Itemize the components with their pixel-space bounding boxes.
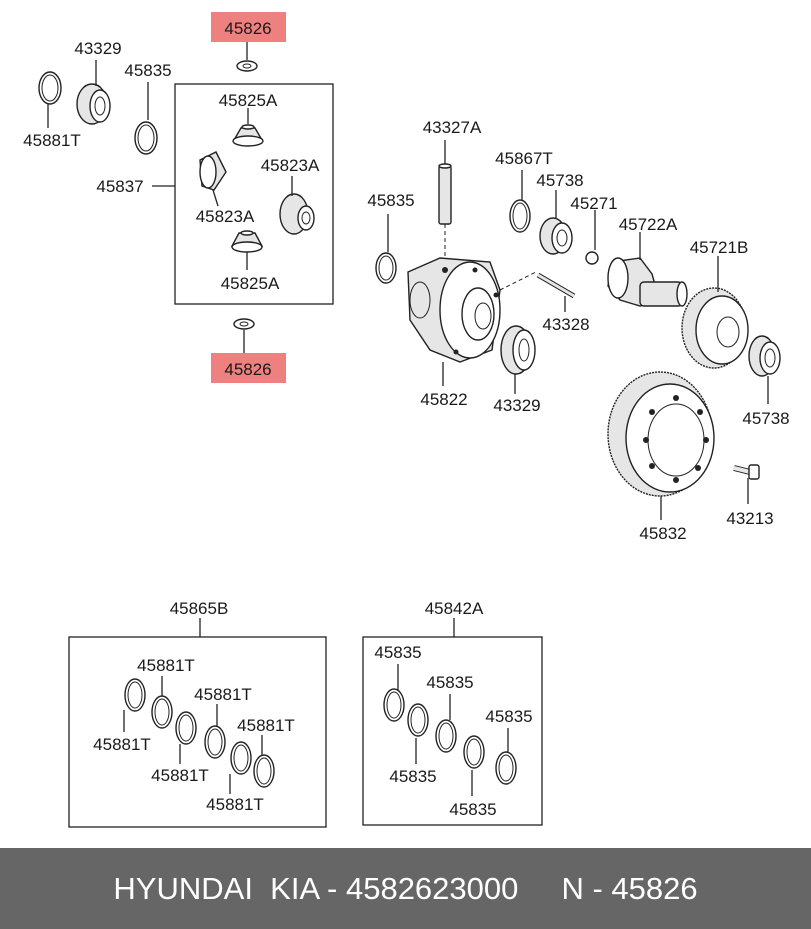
label-45825A-bottom: 45825A bbox=[221, 274, 280, 293]
highlight-45826-top bbox=[211, 12, 286, 42]
label-45842A: 45842A bbox=[425, 599, 484, 618]
side-gear-45823A-right bbox=[279, 193, 315, 235]
label-kit-45865B-3: 45881T bbox=[93, 735, 151, 754]
label-kit-45865B-4: 45881T bbox=[237, 716, 295, 735]
kit-45842A-shims bbox=[383, 688, 517, 785]
label-45865B: 45865B bbox=[170, 599, 229, 618]
pinion-shaft-43327A bbox=[438, 163, 452, 225]
shim-45835-left bbox=[134, 121, 158, 155]
bolt-43213 bbox=[733, 464, 760, 480]
kit-box-45865B bbox=[68, 636, 327, 828]
label-43213: 43213 bbox=[726, 509, 773, 528]
ring-gear-45832 bbox=[607, 371, 715, 497]
label-45825A-top: 45825A bbox=[219, 91, 278, 110]
label-45832: 45832 bbox=[639, 524, 686, 543]
bearing-45738-lower bbox=[748, 335, 781, 377]
label-kit-45842A-1: 45835 bbox=[374, 643, 421, 662]
label-kit-45842A-4: 45835 bbox=[389, 767, 436, 786]
assembly-box-45837 bbox=[174, 83, 334, 305]
label-45823A-right: 45823A bbox=[261, 156, 320, 175]
label-kit-45865B-5: 45881T bbox=[151, 766, 209, 785]
side-gear-45823A-left bbox=[199, 151, 227, 191]
bearing-43329-left bbox=[76, 83, 111, 125]
label-kit-45865B-2: 45881T bbox=[194, 685, 252, 704]
label-45826-top: 45826 bbox=[224, 19, 271, 38]
pin-43328 bbox=[536, 272, 576, 299]
label-45835-center: 45835 bbox=[367, 191, 414, 210]
footer-bar: HYUNDAI KIA - 4582623000 N - 45826 bbox=[0, 848, 811, 929]
label-43327A: 43327A bbox=[423, 118, 482, 137]
pinion-gear-45825A-bottom bbox=[230, 230, 264, 253]
label-kit-45865B-1: 45881T bbox=[137, 656, 195, 675]
label-kit-45842A-3: 45835 bbox=[485, 707, 532, 726]
label-45823A-left: 45823A bbox=[196, 207, 255, 226]
label-45721B: 45721B bbox=[690, 238, 749, 257]
driven-gear-45721B bbox=[681, 287, 749, 369]
label-43329-top: 43329 bbox=[74, 39, 121, 58]
label-kit-45842A-5: 45835 bbox=[449, 800, 496, 819]
label-45867T: 45867T bbox=[495, 149, 553, 168]
footer-part-number: HYUNDAI KIA - 4582623000 N - 45826 bbox=[113, 871, 698, 906]
label-45271: 45271 bbox=[570, 194, 617, 213]
label-45835-top: 45835 bbox=[124, 61, 171, 80]
highlight-45826-bottom bbox=[211, 353, 286, 383]
shim-45835-center bbox=[375, 252, 397, 284]
plug-45271 bbox=[585, 251, 599, 265]
bearing-45738-upper bbox=[539, 217, 573, 255]
label-45822: 45822 bbox=[420, 390, 467, 409]
label-kit-45842A-2: 45835 bbox=[426, 673, 473, 692]
shim-45881T-left bbox=[38, 71, 62, 105]
shim-45867T bbox=[509, 199, 531, 233]
label-45881T-top: 45881T bbox=[23, 131, 81, 150]
kit-45865B-shims bbox=[124, 678, 275, 788]
differential-case-45822 bbox=[407, 257, 501, 363]
pinion-gear-45825A-top bbox=[232, 124, 264, 147]
label-kit-45865B-6: 45881T bbox=[206, 795, 264, 814]
washer-45826-bottom bbox=[233, 318, 255, 330]
bearing-43329-center bbox=[500, 325, 536, 375]
washer-45826-top bbox=[236, 60, 258, 72]
label-45837: 45837 bbox=[96, 177, 143, 196]
drive-gear-45722A bbox=[607, 257, 688, 307]
label-43329-center: 43329 bbox=[493, 396, 540, 415]
label-43328: 43328 bbox=[542, 315, 589, 334]
kit-box-45842A bbox=[362, 636, 543, 826]
parts-diagram: 45826 43329 45835 45881T 45825A 45837 45… bbox=[23, 12, 790, 828]
label-45738-bottom: 45738 bbox=[742, 409, 789, 428]
label-45738-top: 45738 bbox=[536, 171, 583, 190]
label-45722A: 45722A bbox=[619, 215, 678, 234]
label-45826-bottom: 45826 bbox=[224, 360, 271, 379]
